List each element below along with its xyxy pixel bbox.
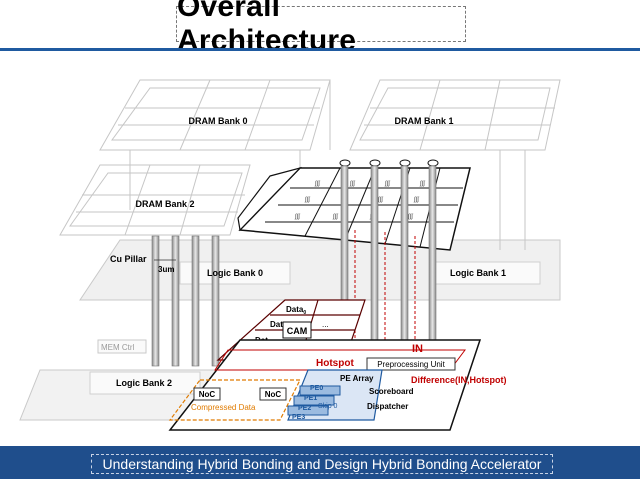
svg-text:∫∫∫: ∫∫∫ [377,196,383,203]
svg-text:∫∫∫: ∫∫∫ [332,213,338,220]
in-label: IN [412,343,423,355]
pitch-label: 3um [158,265,174,274]
pe3-label: PE3 [292,414,305,421]
svg-text:∫∫∫: ∫∫∫ [349,180,355,187]
cam-label: CAM [287,326,308,336]
logic-layer [19,239,561,421]
pe1-label: PE1 [304,395,317,402]
svg-text:∫∫∫: ∫∫∫ [419,180,425,187]
footer-box: Understanding Hybrid Bonding and Design … [91,454,553,474]
svg-text:∫∫∫: ∫∫∫ [294,213,300,220]
title-rule [0,48,640,51]
pe-array-label: PE Array [340,374,374,383]
svg-text:∫∫∫: ∫∫∫ [407,213,413,220]
dots-1: ... [322,320,329,329]
noc-label-2: NoC [265,390,282,399]
dram-bank-2-label: DRAM Bank 2 [135,199,194,209]
architecture-diagram: DRAM Bank 0 DRAM Bank 1 DRAM Bank 2 ∫∫∫ ∫… [19,79,561,431]
dram-bank-0 [99,79,331,210]
dat1-label: Dat [270,320,283,329]
page-title: Overall Architecture [177,0,357,57]
logic-bank-2-label: Logic Bank 2 [116,378,172,388]
title-box: Overall Architecture [176,0,466,57]
dispatcher-label: Dispatcher [367,402,408,411]
pe2-label: PE2 [298,405,311,412]
pe-array [287,369,383,421]
cu-pillar-label: Cu Pillar [110,254,147,264]
compressed-data-label: Compressed Data [191,403,256,412]
data0-label: Data0 [286,305,306,316]
cu-pillars [151,235,220,367]
noc-box-2 [259,387,287,401]
mem-ctrl-label: MEM Ctrl [101,343,135,352]
hotspot-label: Hotspot [316,358,354,369]
svg-text:∫∫∫: ∫∫∫ [304,196,310,203]
dram-bank-1 [349,79,561,250]
pe0-label: PE0 [310,385,323,392]
logic-bank-0-label: Logic Bank 0 [207,268,263,278]
noc-box-1 [193,387,221,401]
noc-region [168,379,301,421]
dram-bank-1-label: DRAM Bank 1 [394,116,453,126]
active-dram-die: ∫∫∫∫∫∫∫∫∫∫∫∫ ∫∫∫∫∫∫∫∫∫∫∫∫ ∫∫∫∫∫∫∫∫∫∫∫∫ [237,159,471,251]
footer-text: Understanding Hybrid Bonding and Design … [102,456,542,472]
cam-box [282,321,312,339]
svg-text:∫∫∫: ∫∫∫ [314,180,320,187]
preprocessing-label: Preprocessing Unit [377,360,445,369]
mem-ctrl-box [97,339,147,354]
svg-text:∫∫∫: ∫∫∫ [413,196,419,203]
dram-bank-2 [59,164,251,236]
svg-text:∫∫∫: ∫∫∫ [384,180,390,187]
skip-label: Skip 0 [318,403,338,410]
scoreboard-label: Scoreboard [369,387,414,396]
noc-label-1: NoC [199,390,216,399]
preprocessing-box [366,357,456,371]
logic-bank-1-label: Logic Bank 1 [450,268,506,278]
difference-label: Difference(IN,Hotspot) [411,375,507,385]
dram-bank-0-label: DRAM Bank 0 [188,116,247,126]
